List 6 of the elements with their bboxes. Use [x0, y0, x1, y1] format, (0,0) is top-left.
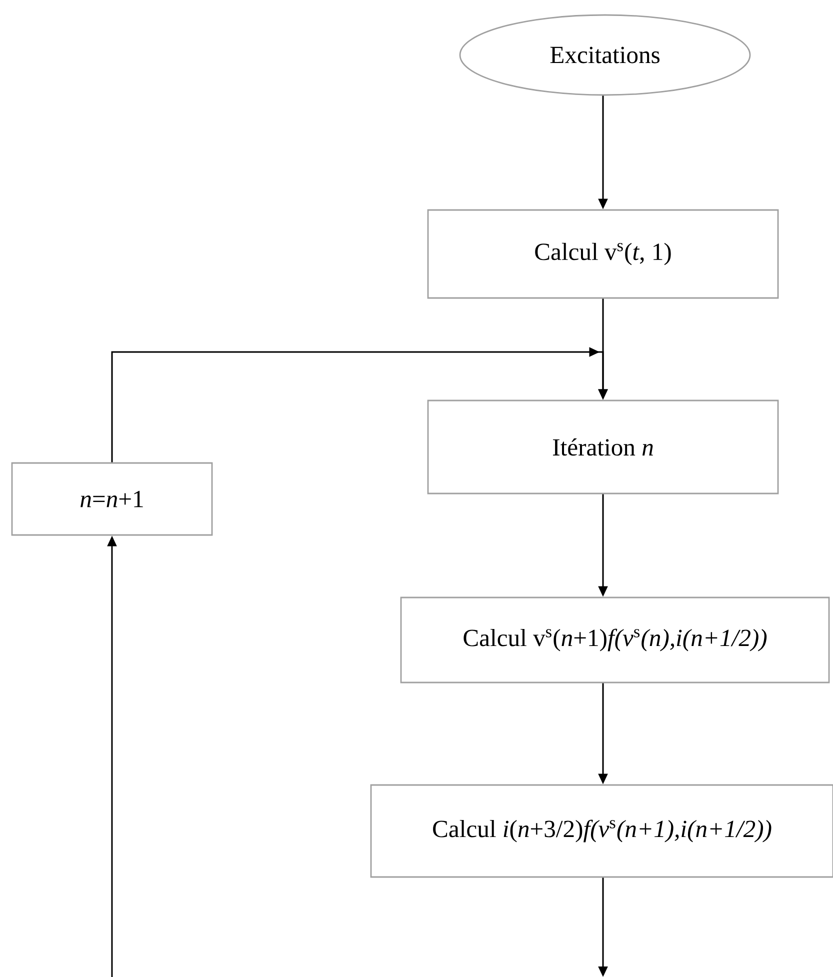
process-box: Calcul i(n+3/2)f(v$^{s}$(n+1),i(n+1/2)) [370, 784, 833, 878]
process-box: Calcul v$^{s}$(n+1)f(v$^{s}$(n),i(n+1/2)) [400, 596, 830, 684]
process-box: Calcul v$^{s}$(t, 1) [427, 209, 779, 299]
process-box: Itération n [427, 400, 779, 494]
arrow [111, 347, 608, 462]
process-box: n=n+1 [11, 462, 213, 536]
